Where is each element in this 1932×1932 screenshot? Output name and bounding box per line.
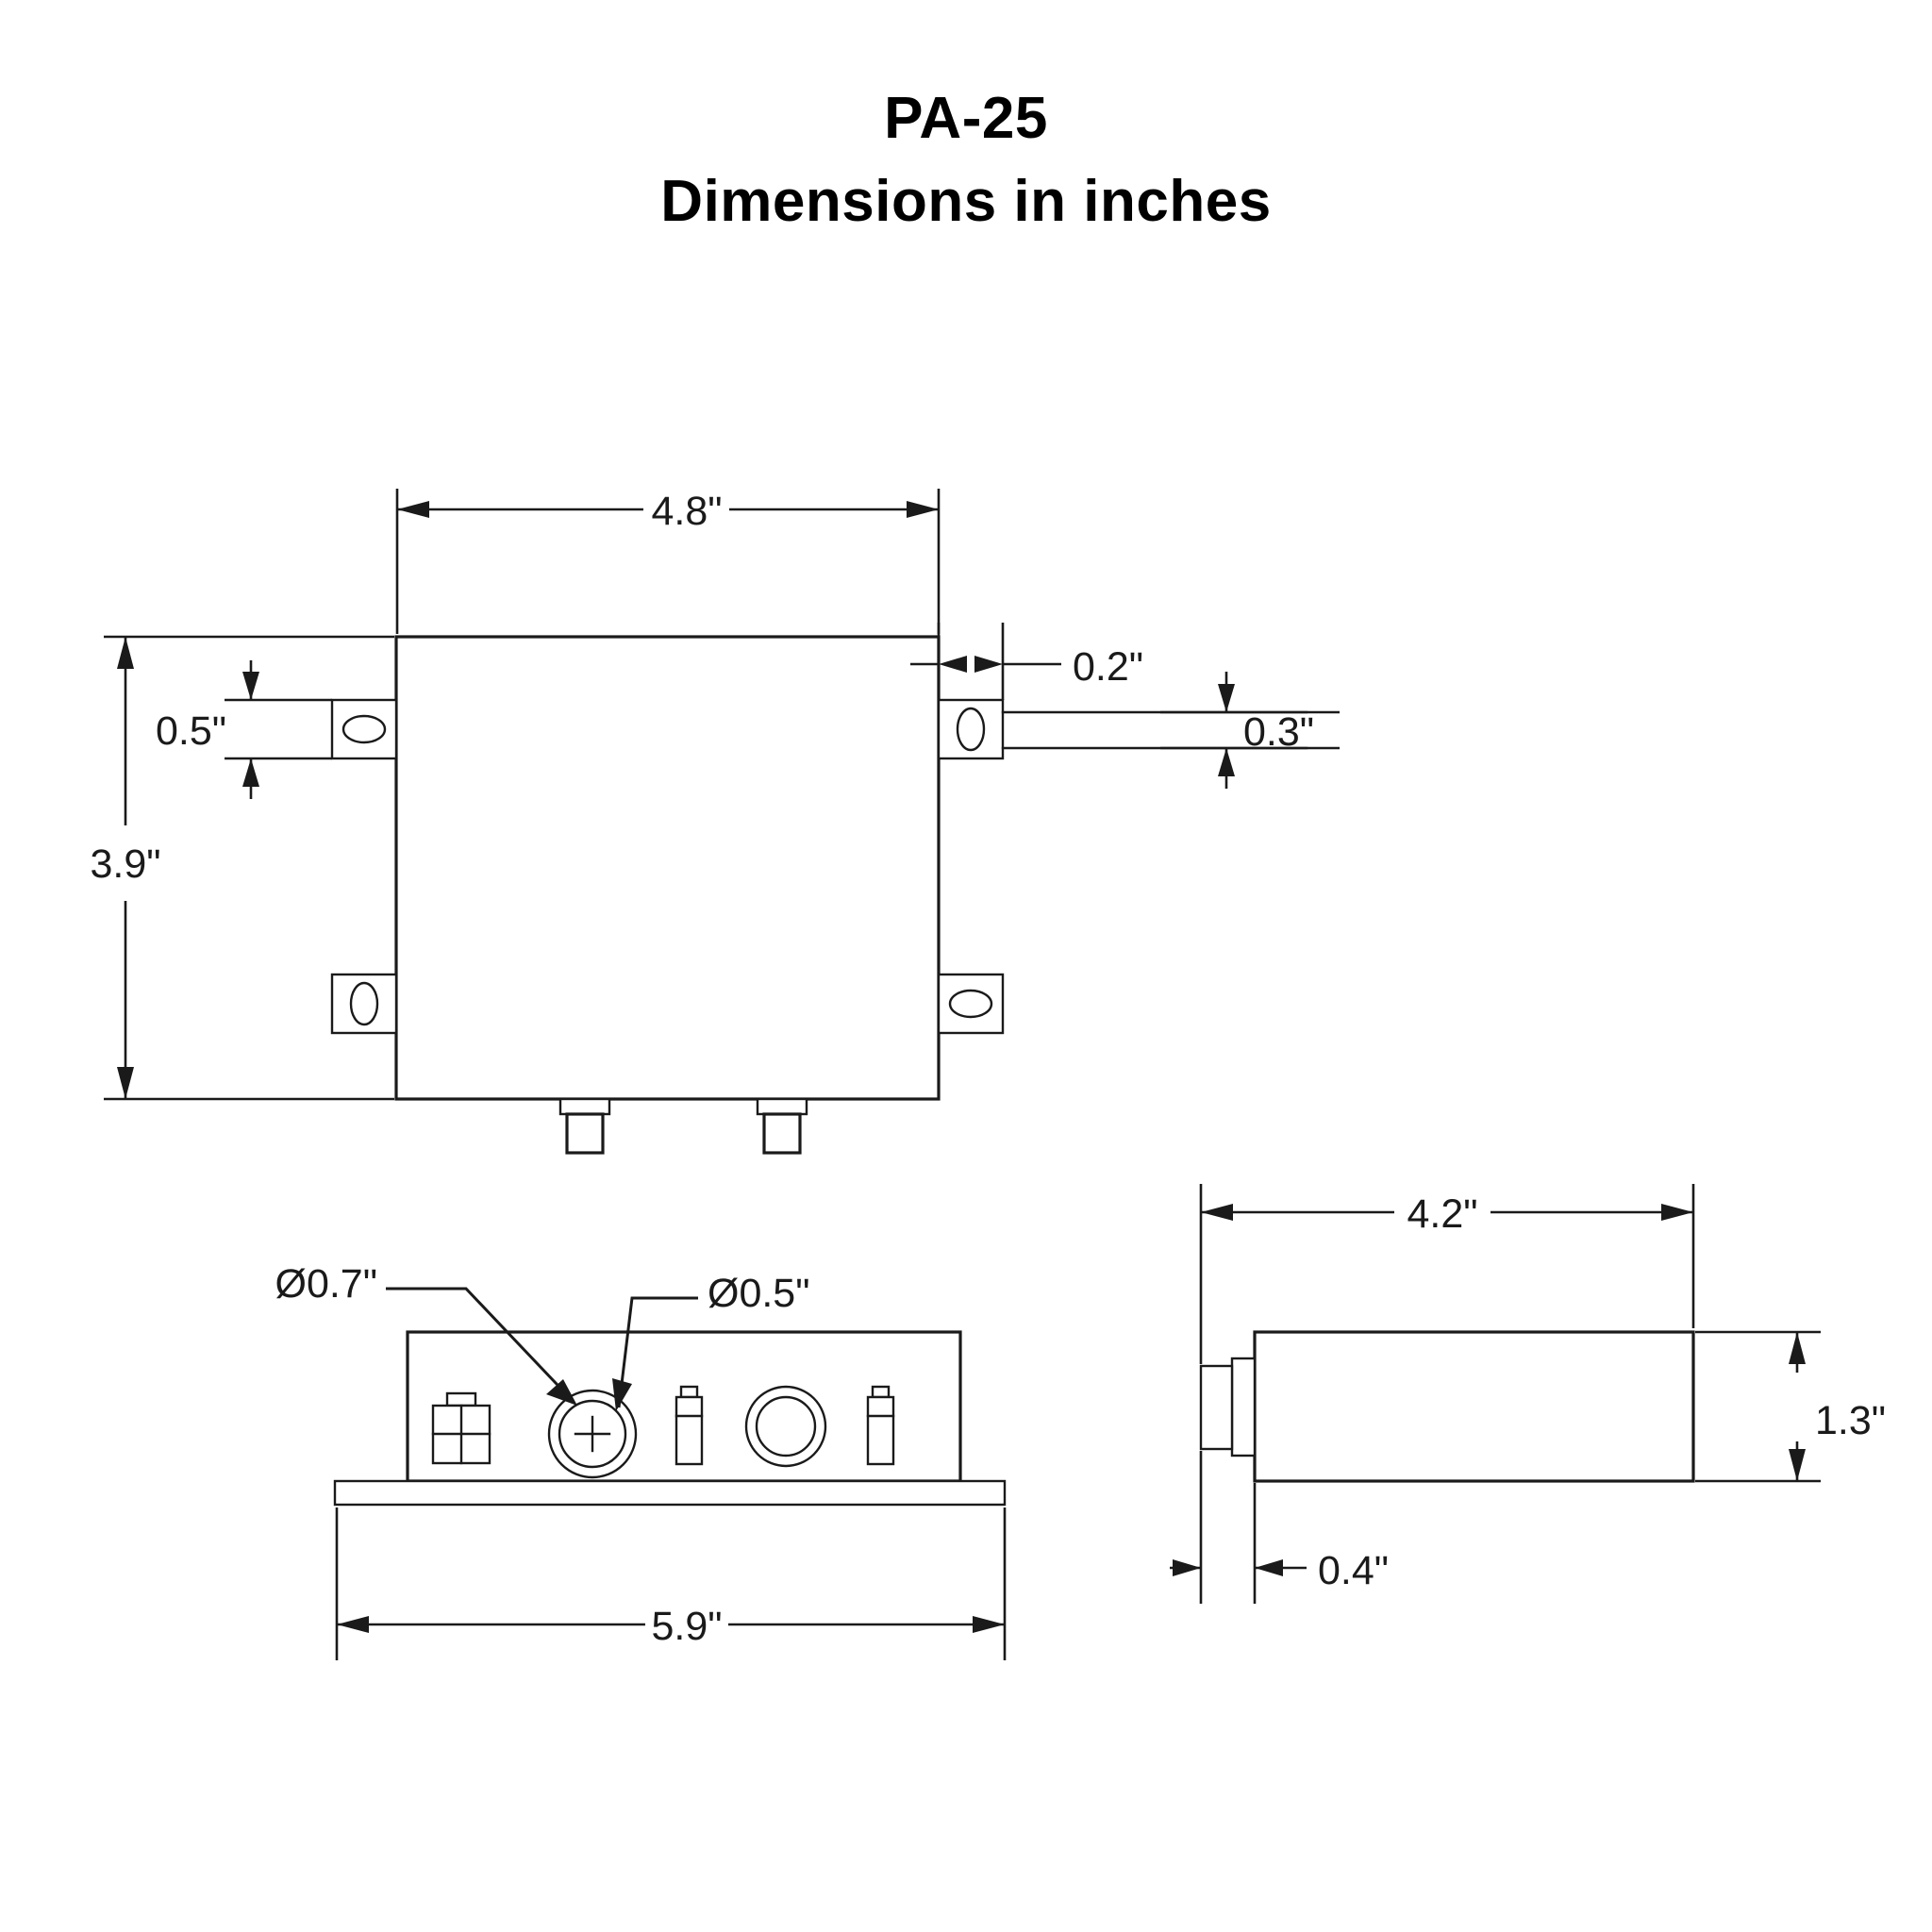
mounting-tab-bottom-left <box>330 973 398 1035</box>
front-view-group: Ø0.7" Ø0.5" 5.9" <box>275 1261 1007 1660</box>
small-post-right-cap <box>871 1385 891 1399</box>
dimension-label-5-9: 5.9" <box>651 1604 722 1649</box>
top-view-connector-right-body <box>762 1112 802 1155</box>
dimension-label-0-2: 0.2" <box>1073 644 1143 690</box>
dimension-side-view-height: 1.3" <box>1695 1330 1886 1483</box>
dimension-front-view-width: 5.9" <box>335 1507 1007 1660</box>
side-view-connector-body <box>1199 1364 1234 1451</box>
top-view-connector-right <box>756 1097 808 1155</box>
dimension-label-4-8: 4.8" <box>651 489 722 534</box>
dimension-label-4-2: 4.2" <box>1407 1191 1477 1237</box>
leader-dia-0-7: Ø0.7" <box>275 1261 577 1406</box>
dimension-bracket-thickness: 0.3" <box>1160 672 1340 789</box>
dimension-tab-width: 0.2" <box>910 623 1143 700</box>
small-post-right-body <box>866 1395 895 1466</box>
drawing-title-block: PA-25 Dimensions in inches <box>0 90 1932 231</box>
mounting-hole-top-left <box>341 714 387 744</box>
top-view-group: 4.8" 3.9" 0.5" <box>90 489 1340 1155</box>
dimension-label-dia-0-7: Ø0.7" <box>275 1261 378 1307</box>
dimension-top-view-height: 3.9" <box>90 635 394 1101</box>
quad-terminal-block-icon <box>431 1391 491 1465</box>
page-title: PA-25 <box>884 86 1048 151</box>
small-post-left <box>675 1385 704 1466</box>
mounting-tab-top-right <box>937 698 1005 760</box>
mounting-hole-bottom-left <box>349 981 379 1026</box>
dimension-label-3-9: 3.9" <box>90 841 160 887</box>
small-post-left-body <box>675 1395 704 1466</box>
top-view-connector-right-flange <box>756 1097 808 1116</box>
dimension-side-view-length: 4.2" <box>1199 1184 1695 1364</box>
page-subtitle: Dimensions in inches <box>660 169 1272 234</box>
quad-terminal-cap <box>445 1391 477 1407</box>
dimension-connector-depth: 0.4" <box>1170 1451 1389 1604</box>
top-view-connector-left-flange <box>558 1097 611 1116</box>
dimension-tab-height: 0.5" <box>156 660 332 799</box>
dimension-label-1-3: 1.3" <box>1815 1398 1886 1443</box>
top-view-body-outline <box>394 635 941 1101</box>
front-view-baseplate <box>333 1479 1007 1507</box>
side-view-group: 4.2" 1.3" 0.4" <box>1170 1184 1886 1604</box>
dimension-label-0-4: 0.4" <box>1318 1548 1389 1593</box>
round-port <box>744 1385 827 1468</box>
side-view-connector <box>1199 1357 1257 1457</box>
mounting-tab-top-left <box>330 698 398 760</box>
dimension-label-dia-0-5: Ø0.5" <box>708 1271 810 1316</box>
small-post-right <box>866 1385 895 1466</box>
small-post-left-cap <box>679 1385 699 1399</box>
leader-dia-0-5: Ø0.5" <box>612 1271 810 1411</box>
side-view-body-outline <box>1253 1330 1695 1483</box>
mounting-hole-bottom-right <box>948 989 993 1019</box>
top-view-connector-left-body <box>565 1112 605 1155</box>
top-view-connector-left <box>558 1097 611 1155</box>
dimension-top-view-width: 4.8" <box>395 489 941 634</box>
dimension-label-0-5-tab: 0.5" <box>156 708 226 754</box>
round-port-inner-circle <box>755 1395 817 1457</box>
dimension-label-0-3: 0.3" <box>1243 709 1314 755</box>
screw-connector <box>547 1389 638 1479</box>
mounting-hole-top-right <box>956 707 986 752</box>
mounting-tab-bottom-right <box>937 973 1005 1035</box>
side-view-connector-flange <box>1230 1357 1257 1457</box>
